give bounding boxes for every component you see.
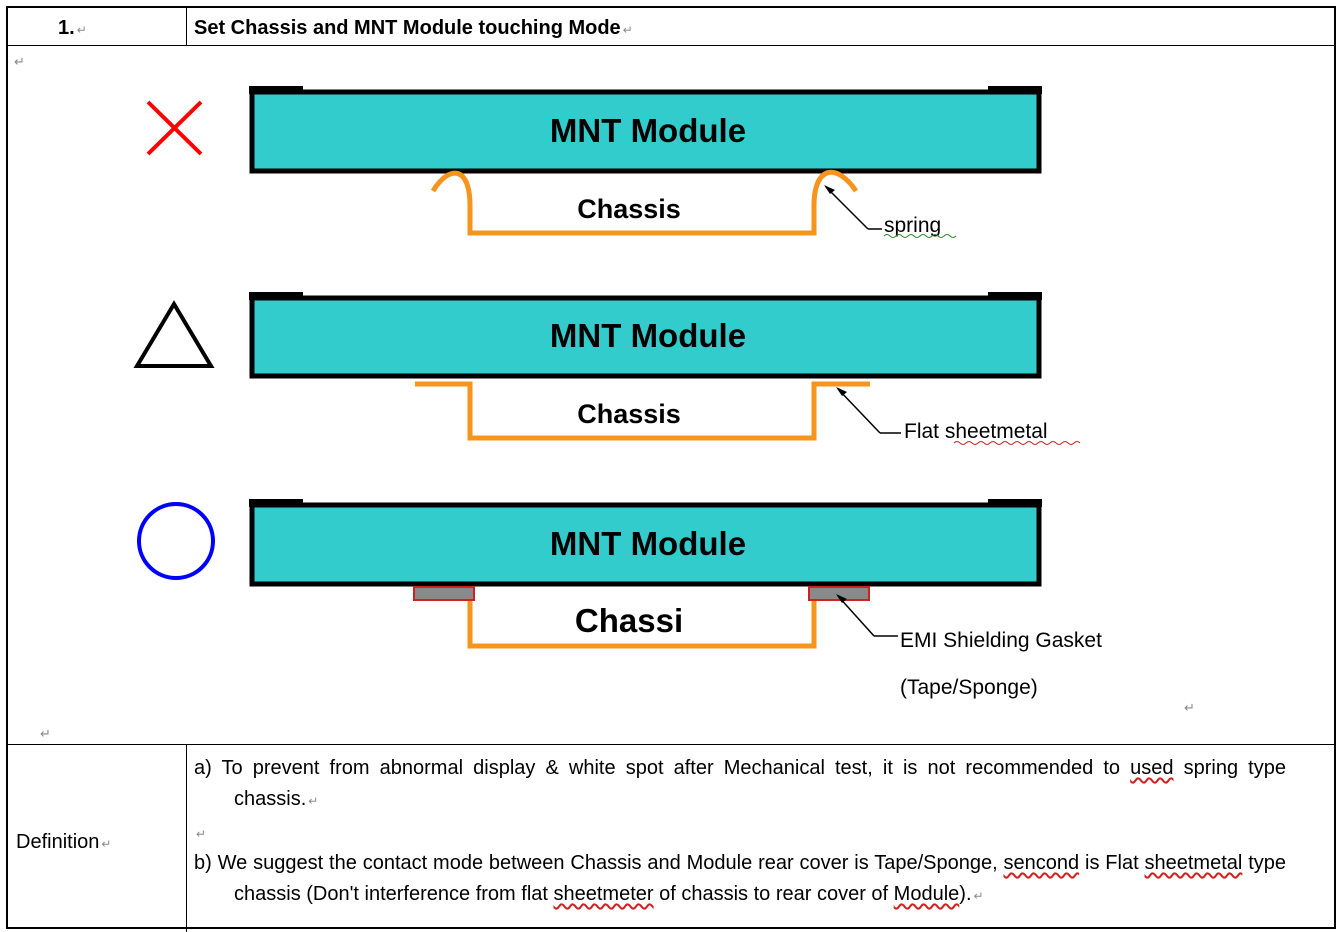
paragraph-mark: ↵ [40,726,51,741]
paragraph-mark: ↵ [1184,700,1195,715]
fair-triangle-icon [133,300,215,368]
chassis-label: Chassi [575,602,683,639]
callout-label: Flat sheetmetal [904,420,1048,443]
paragraph-mark: ↵ [14,54,25,69]
empty-paragraph: ↵ [196,827,207,841]
bad-cross-icon [146,100,203,156]
module-label: MNT Module [550,525,746,562]
mnt-module-block: MNT Module [249,499,1042,587]
chassis-label: Chassis [577,194,681,224]
emi-gasket-callout: EMI Shielding Gasket (Tape/Sponge) [836,594,1102,699]
callout-label: EMI Shielding Gasket [900,629,1102,652]
emi-gasket [413,586,475,601]
flat-chassis: Chassis [415,381,870,441]
callout-label: spring [884,214,941,237]
definition-text: a) To prevent from abnormal display & wh… [194,753,1286,912]
module-label: MNT Module [550,112,746,149]
mounting-diagram: ↵ ↵ ↵ MNT Module Chassis [14,54,1195,741]
column-divider [186,745,187,932]
definition-row: Definition↵ a) To prevent from abnormal … [8,744,1334,932]
spring-callout: spring [824,185,957,238]
definition-point-a: a) To prevent from abnormal display & wh… [194,757,1286,810]
chassis-label: Chassis [577,399,681,429]
column-divider [186,8,187,46]
good-circle-icon [137,502,215,580]
module-label: MNT Module [550,317,746,354]
mnt-module-block: MNT Module [249,86,1042,174]
document-table: 1.↵ Set Chassis and MNT Module touching … [6,6,1336,932]
definition-point-b: b) We suggest the contact mode between C… [194,852,1287,905]
flat-sheetmetal-callout: Flat sheetmetal [836,387,1081,445]
section-title: Set Chassis and MNT Module touching Mode… [194,17,633,39]
callout-sublabel: (Tape/Sponge) [900,676,1038,699]
mnt-module-block: MNT Module [249,292,1042,379]
header-row: 1.↵ Set Chassis and MNT Module touching … [8,8,1334,46]
gasket-chassis: Chassi [413,586,870,649]
spring-chassis: Chassis [430,170,859,236]
diagram-area: ↵ ↵ ↵ MNT Module Chassis [8,46,1334,744]
definition-label: Definition↵ [16,831,112,853]
emi-gasket [808,586,870,601]
item-number: 1.↵ [58,17,87,39]
